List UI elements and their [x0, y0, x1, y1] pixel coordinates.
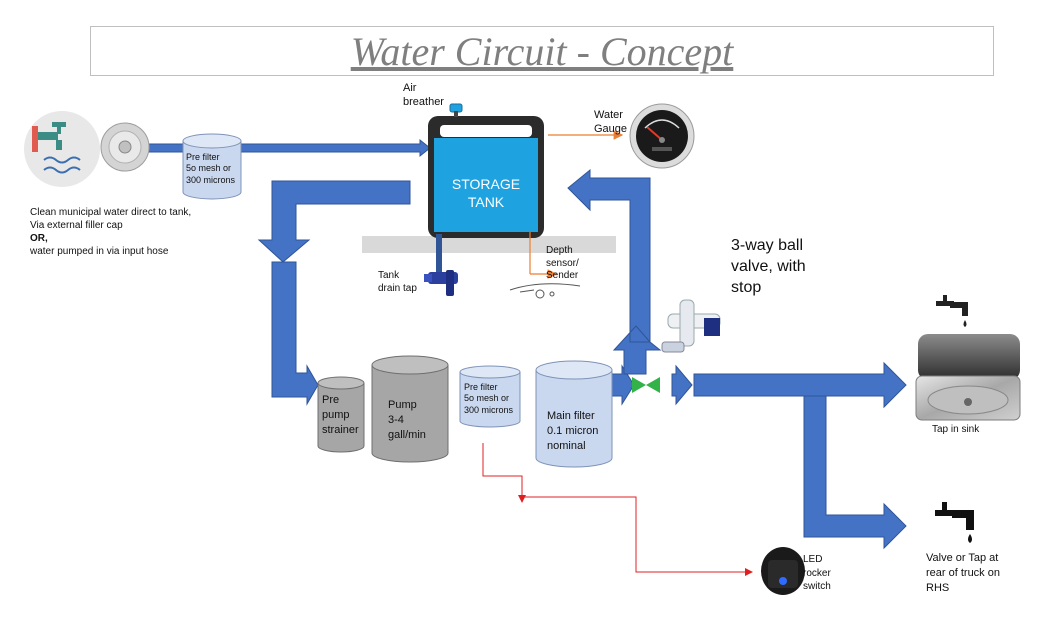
- depth-sensor-icon: [509, 283, 581, 299]
- water-gauge-label: Water Gauge: [594, 109, 628, 135]
- main-filter-label: Main filter 0.1 micron nominal: [547, 410, 599, 452]
- rear-valve-label: Valve or Tap at rear of truck on RHS: [926, 552, 1000, 594]
- prefilter-top-label: Pre filter 5o mesh or 300 microns: [186, 152, 236, 185]
- filler-cap-icon: [100, 122, 150, 172]
- led-rocker-switch-icon: [761, 547, 805, 595]
- storage-tank-label: STORAGE TANK: [451, 176, 521, 210]
- down-to-strainer-arrow: [271, 261, 319, 406]
- municipal-tap-icon: [24, 111, 100, 187]
- sink-icon: [915, 334, 1021, 421]
- tank-drain-label: Tank drain tap: [378, 270, 417, 294]
- tap-sink-label: Tap in sink: [932, 424, 980, 435]
- drain-pipe: [436, 234, 442, 274]
- return-to-tank-arrow: [567, 168, 662, 375]
- to-sink-arrow: [693, 361, 907, 409]
- ball-valve-label: 3-way ball valve, with stop: [731, 237, 806, 296]
- valve-to-branch-arrow: [671, 364, 693, 406]
- tank-shelf: [362, 236, 616, 253]
- title-box: Water Circuit - Concept: [90, 26, 994, 76]
- pump-label: Pump 3-4 gall/min: [388, 399, 426, 441]
- sink-tap-icon: [936, 295, 968, 327]
- source-note: Clean municipal water direct to tank, Vi…: [30, 207, 192, 257]
- prefilter-mid-label: Pre filter 5o mesh or 300 microns: [464, 382, 514, 415]
- pump: [371, 355, 449, 463]
- to-rear-tap-arrow: [803, 395, 907, 550]
- prefilter-mid: [459, 365, 521, 428]
- main-filter: [535, 360, 613, 468]
- prefilter-top: [182, 133, 242, 200]
- depth-sensor-label: Depth sensor/ Sender: [546, 245, 579, 281]
- filter-to-valve-arrow: [611, 364, 635, 406]
- diagram-title: Water Circuit - Concept: [350, 29, 734, 74]
- led-switch-label: LED rocker switch: [803, 554, 831, 592]
- storage-tank: [428, 103, 544, 238]
- flow-arrows: [144, 138, 907, 550]
- ball-valve-icon: [661, 299, 721, 353]
- water-gauge-icon: [629, 103, 695, 169]
- ball-valve-symbol: [632, 377, 660, 393]
- tank-outlet-arrow: [257, 180, 411, 263]
- pre-pump-label: Pre pump strainer: [322, 394, 359, 436]
- rear-tap-icon: [935, 502, 974, 543]
- switch-wiring: [482, 443, 753, 576]
- air-breather-label: Air breather: [403, 82, 444, 108]
- pre-pump-strainer: [317, 376, 365, 453]
- drain-tap-icon: [424, 270, 458, 296]
